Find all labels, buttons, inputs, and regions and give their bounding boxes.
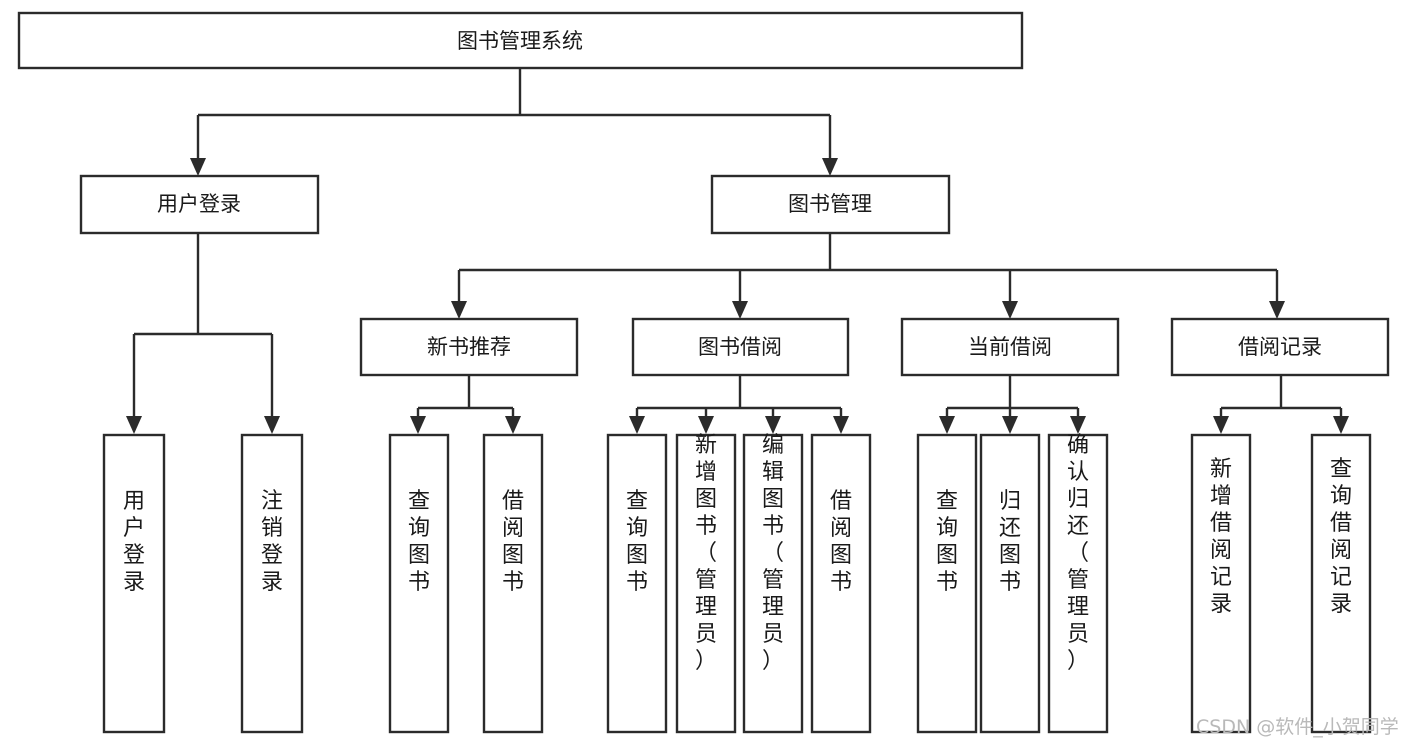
node-book-management-label: 图书管理	[788, 192, 872, 216]
arrow-head-leaf-user-login	[126, 416, 142, 434]
leaf-current-return-book-box[interactable]	[979, 433, 1041, 734]
node-borrow-record[interactable]: 借阅记录	[1170, 317, 1390, 377]
leaf-user-login[interactable]: 用户登录	[102, 433, 166, 734]
leaf-logout-label: 注销登录	[261, 489, 283, 595]
leaf-borrow-add-book[interactable]: 新增图书（管理员）	[675, 433, 737, 734]
leaf-record-add[interactable]: 新增借阅记录	[1190, 433, 1252, 734]
arrow-head-current	[1002, 301, 1018, 319]
leaf-borrow-add-book-box[interactable]	[675, 433, 737, 734]
node-book-management[interactable]: 图书管理	[710, 174, 951, 235]
leaf-recommend-query-book-box[interactable]	[388, 433, 450, 734]
node-root-system-box[interactable]	[17, 11, 1024, 70]
arrow-head-borrow	[732, 301, 748, 319]
leaf-current-confirm-return-label: 确认归还（管理员）	[1067, 433, 1089, 674]
leaf-recommend-borrow-book[interactable]: 借阅图书	[482, 433, 544, 734]
leaf-recommend-borrow-book-label: 借阅图书	[502, 489, 524, 595]
node-user-login-box[interactable]	[79, 174, 320, 235]
leaf-borrow-add-book-label: 新增图书（管理员）	[695, 433, 717, 674]
node-new-book-recommend[interactable]: 新书推荐	[359, 317, 579, 377]
arrow-head-recommend-leaf-1	[410, 416, 426, 434]
leaf-borrow-borrow-book[interactable]: 借阅图书	[810, 433, 872, 734]
node-new-book-recommend-box[interactable]	[359, 317, 579, 377]
leaf-current-return-book-label: 归还图书	[999, 489, 1021, 595]
node-book-borrow-label: 图书借阅	[698, 335, 782, 359]
arrow-head-current-leaf-3	[1070, 416, 1086, 434]
leaf-current-confirm-return-box[interactable]	[1047, 433, 1109, 734]
arrow-head-record-leaf-1	[1213, 416, 1229, 434]
node-borrow-record-label: 借阅记录	[1238, 335, 1322, 359]
leaf-user-login-label: 用户登录	[123, 489, 145, 595]
arrow-head-record	[1269, 301, 1285, 319]
leaf-borrow-query-book[interactable]: 查询图书	[606, 433, 668, 734]
leaf-record-query-label: 查询借阅记录	[1330, 457, 1352, 617]
leaf-logout-box[interactable]	[240, 433, 304, 734]
node-current-borrow-box[interactable]	[900, 317, 1120, 377]
leaf-current-query-book-box[interactable]	[916, 433, 978, 734]
node-current-borrow[interactable]: 当前借阅	[900, 317, 1120, 377]
leaf-borrow-edit-book-box[interactable]	[742, 433, 804, 734]
leaf-logout[interactable]: 注销登录	[240, 433, 304, 734]
arrow-head-current-leaf-1	[939, 416, 955, 434]
connector-layer	[126, 68, 1349, 434]
node-book-borrow-box[interactable]	[631, 317, 850, 377]
leaf-record-add-box[interactable]	[1190, 433, 1252, 734]
arrow-head-recommend-leaf-2	[505, 416, 521, 434]
leaf-recommend-borrow-book-box[interactable]	[482, 433, 544, 734]
node-root-system-label: 图书管理系统	[457, 29, 583, 53]
node-user-login-label: 用户登录	[157, 192, 241, 216]
leaf-record-query-box[interactable]	[1310, 433, 1372, 734]
arrow-head-borrow-leaf-2	[698, 416, 714, 434]
arrow-head-leaf-logout	[264, 416, 280, 434]
leaf-current-query-book[interactable]: 查询图书	[916, 433, 978, 734]
node-borrow-record-box[interactable]	[1170, 317, 1390, 377]
node-user-login[interactable]: 用户登录	[79, 174, 320, 235]
arrow-head-current-leaf-2	[1002, 416, 1018, 434]
node-current-borrow-label: 当前借阅	[968, 335, 1052, 359]
arrow-head-borrow-leaf-3	[765, 416, 781, 434]
leaf-borrow-edit-book-label: 编辑图书（管理员）	[762, 433, 784, 674]
leaf-borrow-borrow-book-label: 借阅图书	[830, 489, 852, 595]
node-book-management-box[interactable]	[710, 174, 951, 235]
leaf-record-query[interactable]: 查询借阅记录	[1310, 433, 1372, 734]
leaf-borrow-edit-book[interactable]: 编辑图书（管理员）	[742, 433, 804, 734]
arrow-head-borrow-leaf-1	[629, 416, 645, 434]
leaf-user-login-box[interactable]	[102, 433, 166, 734]
leaf-current-return-book[interactable]: 归还图书	[979, 433, 1041, 734]
node-root-system[interactable]: 图书管理系统	[17, 11, 1024, 70]
arrow-head-user-login	[190, 158, 206, 176]
arrow-head-record-leaf-2	[1333, 416, 1349, 434]
leaf-borrow-borrow-book-box[interactable]	[810, 433, 872, 734]
arrow-head-recommend	[451, 301, 467, 319]
node-new-book-recommend-label: 新书推荐	[427, 335, 511, 359]
leaf-borrow-query-book-box[interactable]	[606, 433, 668, 734]
leaf-recommend-query-book[interactable]: 查询图书	[388, 433, 450, 734]
csdn-watermark: CSDN @软件_小贺同学	[1196, 716, 1399, 738]
leaf-current-query-book-label: 查询图书	[936, 489, 958, 595]
node-book-borrow[interactable]: 图书借阅	[631, 317, 850, 377]
leaf-current-confirm-return[interactable]: 确认归还（管理员）	[1047, 433, 1109, 734]
leaf-recommend-query-book-label: 查询图书	[408, 489, 430, 595]
arrow-head-book-manage	[822, 158, 838, 176]
leaf-borrow-query-book-label: 查询图书	[626, 489, 648, 595]
leaf-layer: 用户登录 注销登录 查询图书 借阅图书 查询图书 新增图书	[102, 433, 1372, 734]
leaf-record-add-label: 新增借阅记录	[1210, 457, 1232, 617]
arrow-head-borrow-leaf-4	[833, 416, 849, 434]
